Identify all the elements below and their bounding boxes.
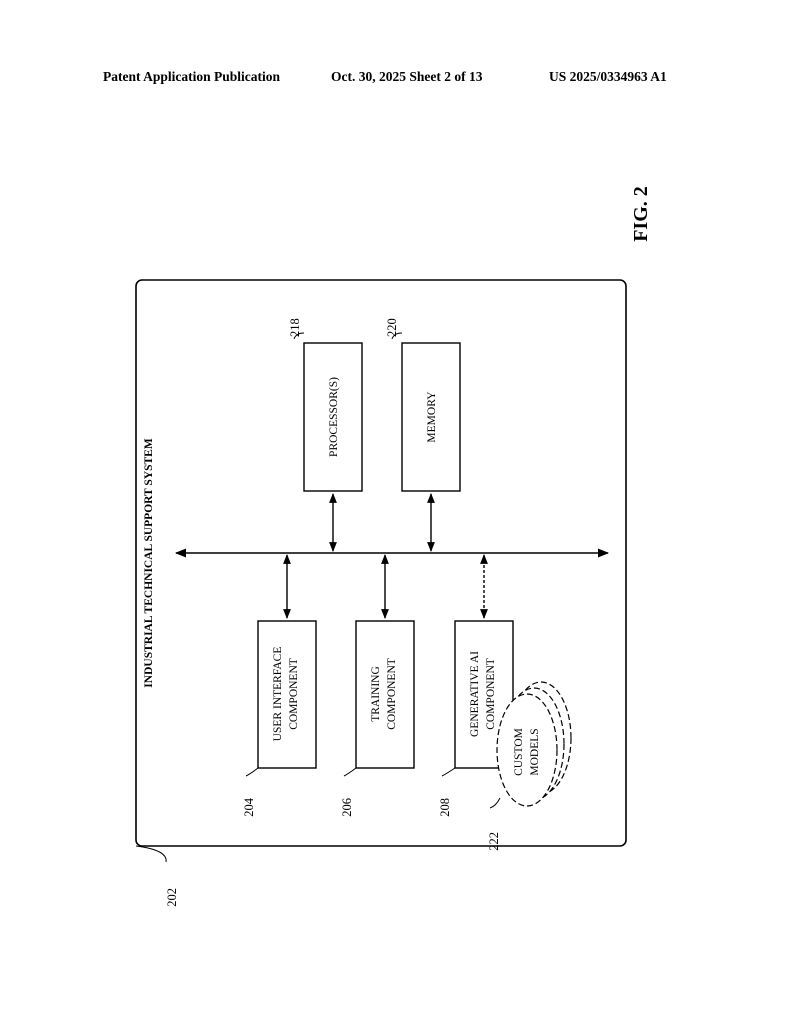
user-interface-box	[257, 620, 317, 769]
ref-206-leader	[343, 767, 357, 777]
ref-222: 222	[487, 832, 501, 851]
ref-208: 208	[438, 798, 452, 817]
ref-202: 202	[165, 888, 179, 907]
processor-box	[303, 342, 363, 492]
ref-202-leader	[135, 845, 167, 863]
publication-date-sheet: Oct. 30, 2025 Sheet 2 of 13	[331, 69, 483, 84]
ref-206: 206	[340, 798, 354, 817]
system-boundary	[135, 279, 627, 847]
user-interface-label-line1: USER INTERFACE	[272, 647, 284, 742]
generative-ai-label-line2: COMPONENT	[485, 658, 497, 730]
ref-208-leader	[441, 767, 456, 777]
memory-box	[401, 342, 461, 492]
ref-218: 218	[288, 318, 302, 337]
training-box	[355, 620, 415, 769]
ref-204-leader	[245, 767, 259, 777]
ref-222-leader	[489, 797, 501, 809]
ref-204: 204	[242, 797, 256, 817]
processor-label: PROCESSOR(S)	[328, 377, 340, 457]
training-label-line1: TRAINING	[370, 666, 382, 722]
system-title: INDUSTRIAL TECHNICAL SUPPORT SYSTEM	[143, 438, 155, 688]
generative-ai-label-line1: GENERATIVE AI	[469, 651, 481, 737]
memory-label: MEMORY	[426, 391, 438, 443]
training-label-line2: COMPONENT	[386, 658, 398, 730]
user-interface-label-line2: COMPONENT	[288, 658, 300, 730]
custom-models-label-line2: MODELS	[529, 728, 541, 775]
ref-220: 220	[385, 318, 399, 337]
custom-models-ellipse-front	[496, 693, 558, 807]
ref-218-leader	[293, 332, 305, 340]
publication-number: US 2025/0334963 A1	[549, 69, 667, 84]
publication-type: Patent Application Publication	[103, 69, 281, 84]
figure-label: FIG. 2	[630, 186, 652, 242]
custom-models-label-line1: CUSTOM	[513, 728, 525, 776]
ref-220-leader	[391, 332, 403, 340]
